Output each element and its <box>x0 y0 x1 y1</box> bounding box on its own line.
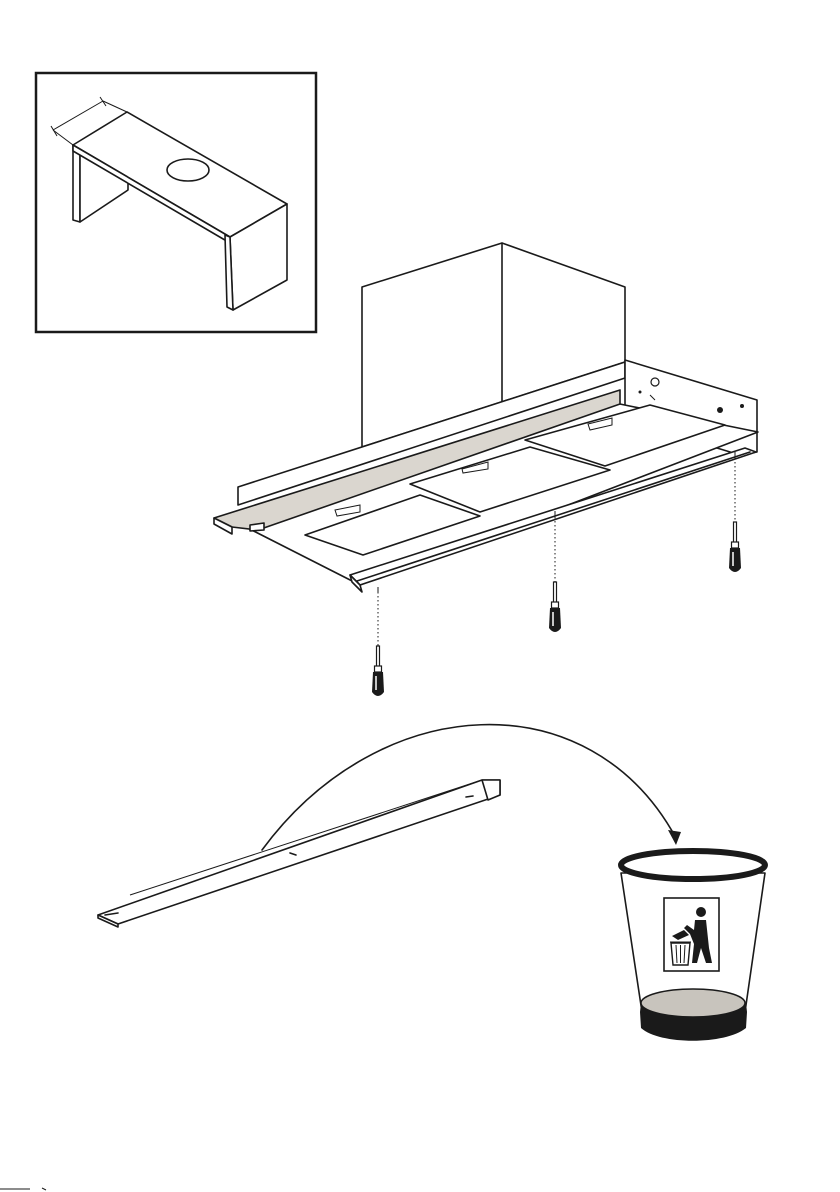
removed-protective-strip <box>98 780 500 927</box>
cabinet-inset-panel <box>36 73 316 332</box>
screwdriver-icon <box>549 582 561 632</box>
arrow-head <box>668 830 681 845</box>
screwdriver-icon <box>372 646 384 696</box>
screwdriver-icon <box>729 522 741 572</box>
disposal-bin-icon <box>621 851 765 1041</box>
